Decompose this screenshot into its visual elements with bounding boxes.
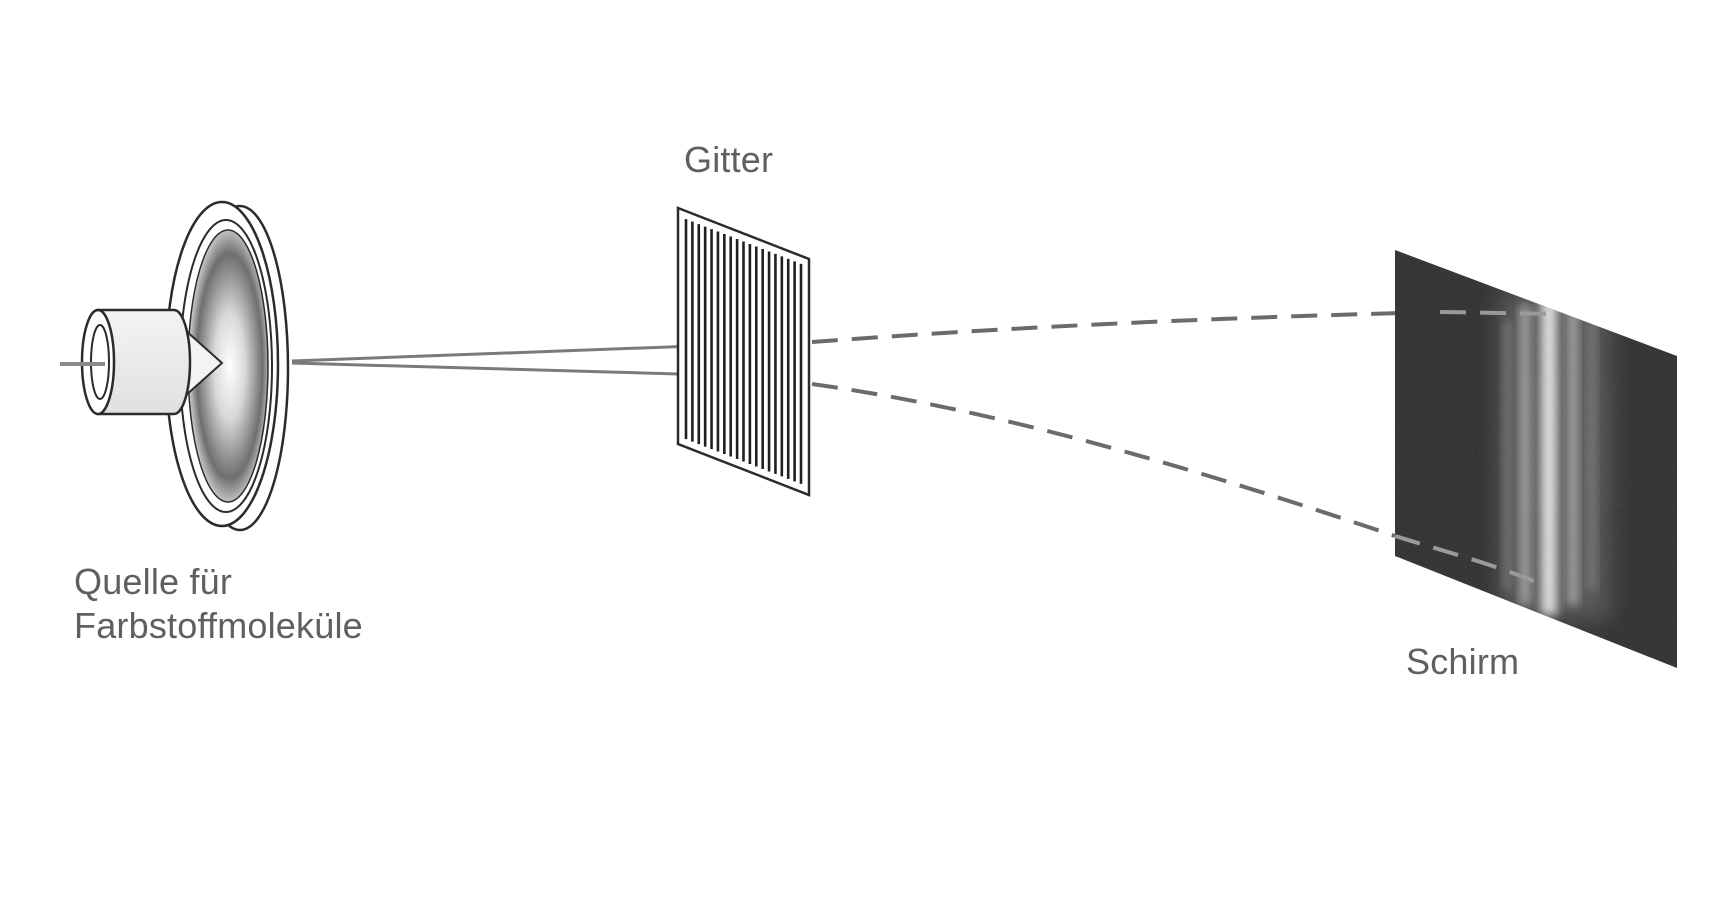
source-label: Quelle für Farbstoffmoleküle bbox=[74, 560, 363, 648]
beam-lower-dashed bbox=[811, 382, 1396, 538]
beam-lower-on-screen bbox=[1395, 534, 1541, 586]
interference-pattern bbox=[1500, 290, 1610, 620]
beam-lower-solid bbox=[291, 361, 749, 378]
source-label-line-2: Farbstoffmoleküle bbox=[74, 605, 363, 646]
screen-label: Schirm bbox=[1406, 641, 1520, 682]
molecule-source bbox=[60, 200, 290, 532]
source-nozzle-body bbox=[96, 308, 192, 416]
diffracted-beam bbox=[811, 310, 1441, 538]
beam-upper-dashed bbox=[811, 310, 1441, 344]
fringe-right-1 bbox=[1568, 305, 1578, 605]
fringe-left-2 bbox=[1503, 320, 1511, 590]
grating bbox=[676, 206, 811, 497]
fringe-right-2 bbox=[1588, 320, 1596, 590]
source-label-line-1: Quelle für bbox=[74, 561, 233, 602]
fringe-left-1 bbox=[1520, 305, 1530, 605]
beam-upper-solid bbox=[291, 342, 749, 363]
fringe-central bbox=[1541, 295, 1557, 615]
molecule-beam bbox=[291, 342, 749, 378]
grating-slits bbox=[684, 219, 803, 484]
beam-upper-on-screen bbox=[1439, 310, 1561, 316]
detection-screen bbox=[1395, 250, 1677, 668]
grating-label: Gitter bbox=[684, 139, 774, 180]
